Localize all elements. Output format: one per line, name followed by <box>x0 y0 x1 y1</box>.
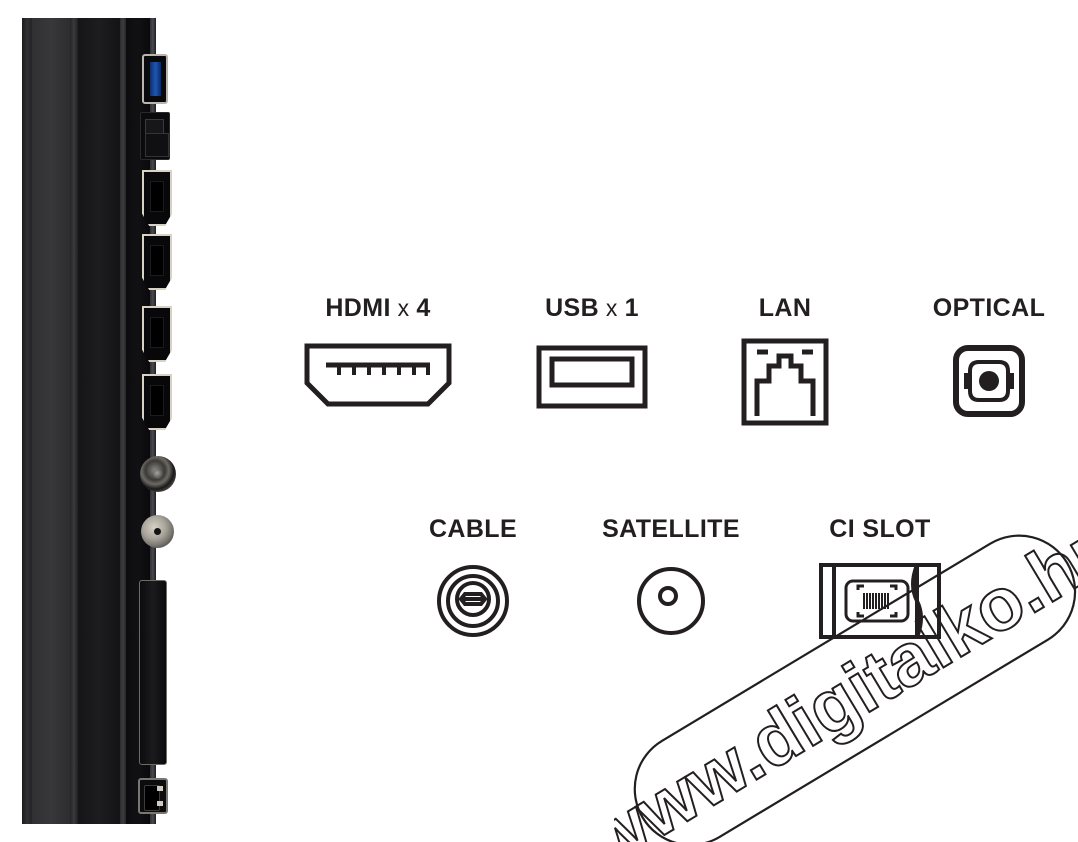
hdmi-port-3 <box>142 306 172 362</box>
hdmi-port-2-recess <box>150 245 164 276</box>
legend-label-satellite: SATELLITE <box>573 517 769 542</box>
legend-label-hdmi: HDMI x 4 <box>288 296 468 321</box>
panel-back-band <box>32 18 70 824</box>
legend-label-lan: LAN <box>718 296 852 321</box>
legend-label-usb-count: 1 <box>624 294 639 322</box>
legend-item-lan: LAN <box>718 296 852 426</box>
optical-clip-top <box>157 786 163 791</box>
legend-label-optical-text: OPTICAL <box>932 294 1046 322</box>
satellite-antenna-pin <box>154 528 161 535</box>
ci-card-slot-icon <box>819 563 941 639</box>
lan-body-recess <box>145 133 169 157</box>
legend-label-cable: CABLE <box>398 517 548 542</box>
ci-slot-port <box>139 580 167 765</box>
legend-label-usb: USB x 1 <box>512 296 672 321</box>
panel-recess-band <box>78 18 120 824</box>
hdmi-port-2 <box>142 234 172 290</box>
coax-cable-icon <box>437 565 509 637</box>
legend-item-satellite: SATELLITE <box>573 517 769 638</box>
panel-inner-edge <box>120 18 126 824</box>
legend-label-satellite-text: SATELLITE <box>602 515 740 543</box>
legend-item-ci-slot: CI SLOT <box>800 517 960 643</box>
legend-label-usb-text: USB <box>545 294 600 322</box>
legend-label-ci-slot-text: CI SLOT <box>829 515 931 543</box>
legend-item-optical: OPTICAL <box>900 296 1078 417</box>
hdmi-port-3-recess <box>150 317 164 348</box>
panel-bezel-band <box>22 18 32 824</box>
optical-toslink-icon <box>953 345 1025 417</box>
legend-label-cable-text: CABLE <box>428 515 518 543</box>
optical-audio-port <box>138 778 168 814</box>
hdmi-connector-icon <box>304 343 452 407</box>
legend-label-hdmi-multiplier: x <box>397 295 410 321</box>
optical-audio-recess <box>144 785 160 811</box>
hdmi-port-1 <box>142 170 172 226</box>
satellite-f-connector-icon <box>637 567 705 635</box>
satellite-antenna-port <box>141 515 174 548</box>
legend-item-hdmi: HDMI x 4 <box>288 296 468 411</box>
cable-antenna-port <box>140 456 176 492</box>
lan-rj45-icon <box>741 338 829 426</box>
usb-blue-insert <box>150 62 161 96</box>
legend-item-usb: USB x 1 <box>512 296 672 409</box>
legend-label-optical: OPTICAL <box>900 296 1078 321</box>
legend-item-cable: CABLE <box>398 517 548 639</box>
legend-label-lan-text: LAN <box>758 294 812 322</box>
usb-port <box>142 54 168 104</box>
legend-label-hdmi-count: 4 <box>416 294 431 322</box>
cable-antenna-pin <box>153 469 163 479</box>
hdmi-port-4-recess <box>150 385 164 416</box>
legend-label-ci-slot: CI SLOT <box>800 517 960 542</box>
lan-port <box>140 112 170 160</box>
tv-side-connector-panel <box>22 18 176 824</box>
legend-label-usb-multiplier: x <box>605 295 618 321</box>
hdmi-port-1-recess <box>150 181 164 212</box>
usb-connector-icon <box>536 345 648 409</box>
legend-label-hdmi-text: HDMI <box>325 294 391 322</box>
optical-clip-bottom <box>157 801 163 806</box>
hdmi-port-4 <box>142 374 172 430</box>
panel-edge-highlight <box>70 18 78 824</box>
